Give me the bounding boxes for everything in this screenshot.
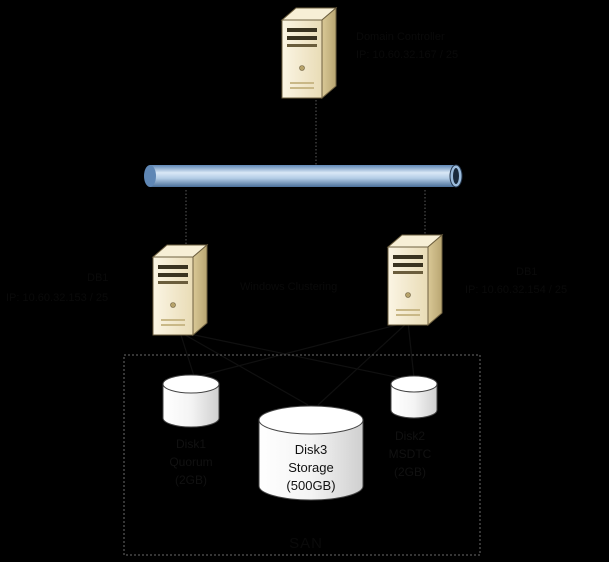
disk3-role: Storage [288,460,334,475]
db1-ip: IP: 10.60.32.153 / 25 [6,292,108,304]
db2-name: DB1 [516,266,537,278]
disk2-role: MSDTC [389,447,432,461]
connection-lines [179,100,426,406]
db2-label: DB1 IP: 10.60.32.154 / 25 [465,266,567,296]
domain-controller-label: Domain Controller IP: 10.60.32.167 / 25 [356,31,458,61]
domain-controller-ip: IP: 10.60.32.167 / 25 [356,49,458,61]
storage-links [179,321,415,406]
domain-controller-server-icon [281,7,337,99]
disk1-role: Quorum [169,455,212,469]
domain-controller-name: Domain Controller [356,31,445,43]
disk1-name: Disk1 [176,437,206,451]
network-pipe [144,164,463,188]
disk2-icon [390,375,438,419]
disk3-size: (500GB) [286,478,335,493]
db1-label: DB1 IP: 10.60.32.153 / 25 [6,272,108,304]
san-boundary [123,354,481,556]
disk2-size: (2GB) [394,465,426,479]
disk1-size: (2GB) [175,473,207,487]
disk2-name: Disk2 [395,429,425,443]
san-label: SAN [289,535,323,552]
disk3-name: Disk3 [295,442,328,457]
disk3-icon [258,405,364,501]
db2-ip: IP: 10.60.32.154 / 25 [465,284,567,296]
db1-server-icon [152,244,208,336]
db1-name: DB1 [87,272,108,284]
cluster-label: Windows Clustering [240,281,337,293]
disk1-icon [162,374,220,428]
db2-server-icon [387,234,443,326]
